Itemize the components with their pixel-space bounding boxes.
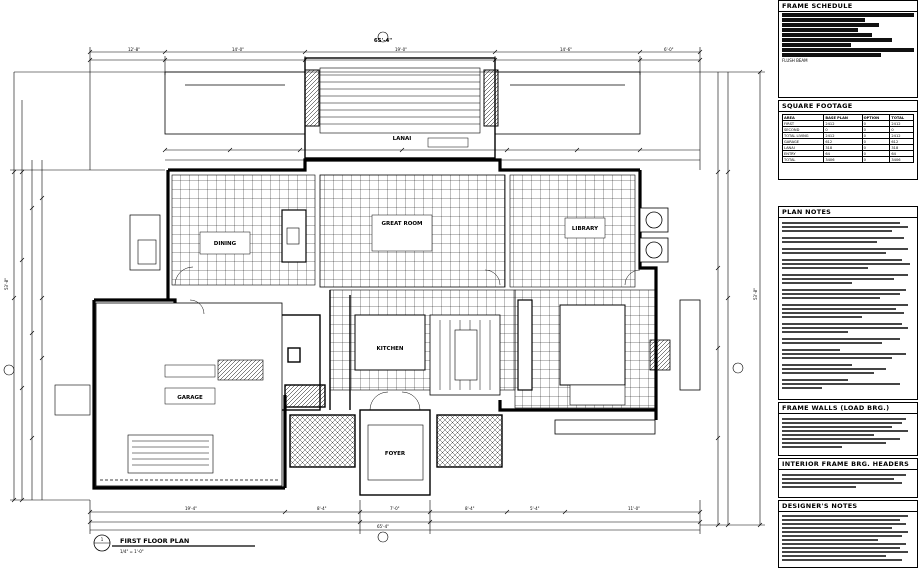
floor-plan-drawing: 65'-4" 12'-8" 14'-0" 19'-0" 14'-6" 6'-0"…: [3, 31, 765, 554]
drawing-scale: 1/4" = 1'-0": [120, 549, 144, 554]
garage-label: GARAGE: [177, 395, 203, 401]
lanai-label: LANAI: [393, 136, 412, 142]
frame-schedule-note: FLUSH BEAM: [782, 58, 808, 63]
frame-walls-panel: FRAME WALLS (LOAD BRG.): [778, 402, 918, 456]
designers-notes-panel: DESIGNER'S NOTES: [778, 500, 918, 568]
right-dimension-ticks: [715, 69, 763, 528]
master-suite: [514, 289, 701, 435]
frame-walls-title: FRAME WALLS (LOAD BRG.): [779, 403, 917, 414]
foyer-label: FOYER: [385, 451, 406, 457]
left-dimension-ticks: [11, 169, 45, 503]
library-label: LIBRARY: [572, 226, 599, 232]
svg-text:5'-4": 5'-4": [530, 506, 540, 511]
svg-text:11'-0": 11'-0": [628, 506, 640, 511]
library: LIBRARY: [509, 174, 636, 288]
great-room-label: GREAT ROOM: [381, 221, 422, 227]
elevation-marker-bottom: [377, 531, 389, 543]
view-number: 1: [101, 537, 104, 542]
foyer: FOYER: [289, 391, 503, 496]
drawing-title-block: 1 FIRST FLOOR PLAN 1/4" = 1'-0": [93, 534, 255, 554]
right-dimension-lines: [700, 72, 765, 526]
designers-notes-text-block: [782, 515, 908, 561]
dining-label: DINING: [214, 241, 237, 247]
lanai: LANAI: [304, 57, 499, 159]
door-swings: [174, 266, 641, 315]
svg-text:7'-0": 7'-0": [390, 506, 400, 511]
plan-notes-text-block: [782, 222, 910, 389]
svg-text:6'-0": 6'-0": [664, 47, 674, 52]
drawing-title: FIRST FLOOR PLAN: [120, 537, 189, 545]
svg-text:19'-0": 19'-0": [395, 47, 407, 52]
frame-schedule-title: FRAME SCHEDULE: [779, 1, 917, 12]
bottom-dimension-lines: [89, 500, 701, 534]
top-overall-dimension: 65'-4": [374, 38, 392, 44]
interior-headers-text-block: [782, 474, 906, 488]
top-dimension-lines: [14, 47, 765, 170]
great-room: GREAT ROOM: [319, 174, 506, 288]
left-overall-dimension: 53'-8": [4, 278, 9, 290]
garage: GARAGE: [54, 214, 283, 487]
sheet-notes-sidebar: FRAME SCHEDULE FLUSH BEAM SQUARE FOOTAGE…: [778, 0, 918, 568]
frame-schedule-panel: FRAME SCHEDULE FLUSH BEAM: [778, 0, 918, 98]
plan-notes-panel: PLAN NOTES: [778, 206, 918, 400]
svg-text:8'-4": 8'-4": [465, 506, 475, 511]
ac-units: [639, 207, 669, 263]
svg-text:14'-6": 14'-6": [560, 47, 572, 52]
svg-text:12'-8": 12'-8": [128, 47, 140, 52]
square-footage-panel: SQUARE FOOTAGE AREA BASE PLAN OPTION TOT…: [778, 100, 918, 180]
bottom-overall-dimension: 65'-4": [377, 524, 389, 529]
bottom-dimension-ticks: [87, 509, 703, 525]
square-footage-title: SQUARE FOOTAGE: [779, 101, 917, 112]
interior-headers-panel: INTERIOR FRAME BRG. HEADERS: [778, 458, 918, 498]
kitchen: KITCHEN: [329, 289, 516, 396]
elevation-marker-right: [732, 362, 744, 374]
roof-overhangs: [164, 71, 641, 135]
svg-text:8'-4": 8'-4": [317, 506, 327, 511]
svg-text:19'-4": 19'-4": [185, 506, 197, 511]
interior-headers-title: INTERIOR FRAME BRG. HEADERS: [779, 459, 917, 470]
frame-walls-text-block: [782, 418, 908, 448]
plan-notes-title: PLAN NOTES: [779, 207, 917, 218]
svg-text:14'-0": 14'-0": [232, 47, 244, 52]
elevation-marker-left: [3, 364, 15, 376]
left-dimension-lines: [10, 72, 165, 501]
designers-notes-title: DESIGNER'S NOTES: [779, 501, 917, 512]
kitchen-label: KITCHEN: [376, 346, 403, 352]
elevation-marker-top: [377, 31, 389, 43]
dining-room: DINING: [171, 174, 316, 286]
right-overall-dimension: 53'-8": [753, 288, 758, 300]
